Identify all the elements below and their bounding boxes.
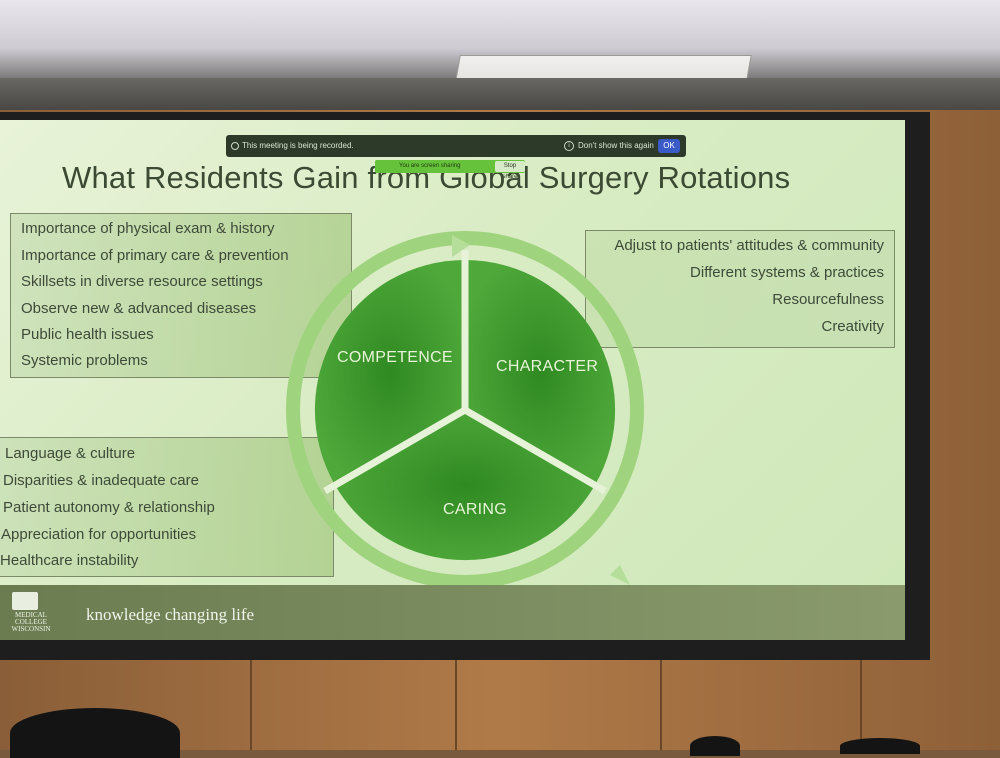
record-icon	[231, 142, 239, 150]
recording-banner: This meeting is being recorded. i Don't …	[226, 135, 686, 157]
arrow-ring	[286, 231, 644, 585]
list-item: Language & culture	[5, 445, 136, 462]
book-icon	[12, 592, 38, 610]
list-item: Healthcare instability	[0, 552, 139, 569]
audience-silhouettes	[0, 700, 1000, 758]
list-item: Importance of physical exam & history	[21, 220, 275, 237]
list-item: Observe new & advanced diseases	[21, 300, 257, 317]
character-label: CHARACTER	[496, 358, 599, 375]
list-item: Skillsets in diverse resource settings	[21, 273, 263, 290]
ok-button[interactable]: OK	[658, 139, 680, 153]
list-item: Resourcefulness	[772, 291, 884, 308]
dont-show-again-checkbox[interactable]: Don't show this again	[578, 141, 654, 150]
list-item: Different systems & practices	[690, 264, 884, 281]
caring-box: Language & culture Disparities & inadequ…	[0, 437, 334, 577]
info-icon[interactable]: i	[564, 141, 574, 151]
competence-label: COMPETENCE	[337, 349, 453, 366]
recording-message: This meeting is being recorded.	[242, 141, 354, 150]
college-logo: MEDICAL COLLEGE WISCONSIN	[4, 592, 54, 638]
screen-sharing-bar: You are screen sharing Stop share	[375, 160, 525, 180]
footer-tagline: knowledge changing life	[86, 605, 255, 624]
arrow-head-icon	[452, 235, 470, 257]
cycle-diagram	[286, 231, 644, 585]
list-item: Appreciation for opportunities	[1, 526, 197, 543]
list-item: Importance of primary care & prevention	[21, 247, 289, 264]
list-item: Disparities & inadequate care	[3, 472, 199, 489]
list-item: Systemic problems	[21, 352, 148, 369]
presentation-slide: What Residents Gain from Global Surgery …	[0, 120, 905, 585]
ceiling-beam	[0, 78, 1000, 110]
wall-seam	[250, 660, 252, 750]
audience-head	[10, 708, 180, 758]
audience-head	[840, 738, 920, 754]
character-box: Adjust to patients' attitudes & communit…	[585, 230, 895, 348]
list-item: Adjust to patients' attitudes & communit…	[614, 237, 884, 254]
sharing-label: You are screen sharing	[399, 163, 461, 169]
divider	[323, 406, 467, 495]
audience-head	[690, 736, 740, 756]
list-item: Public health issues	[21, 326, 154, 343]
list-item: Patient autonomy & relationship	[3, 499, 215, 516]
competence-box: Importance of physical exam & history Im…	[10, 213, 352, 378]
stop-share-button[interactable]: Stop share	[495, 161, 525, 180]
caring-label: CARING	[443, 501, 508, 518]
arrow-head-icon	[610, 565, 630, 585]
wall-seam	[860, 660, 862, 750]
logo-text: MEDICAL COLLEGE WISCONSIN	[11, 611, 51, 633]
wall-seam	[455, 660, 457, 750]
slide-footer	[0, 585, 905, 640]
list-item: Creativity	[821, 318, 884, 335]
wall-seam	[660, 660, 662, 750]
divider	[463, 406, 607, 495]
